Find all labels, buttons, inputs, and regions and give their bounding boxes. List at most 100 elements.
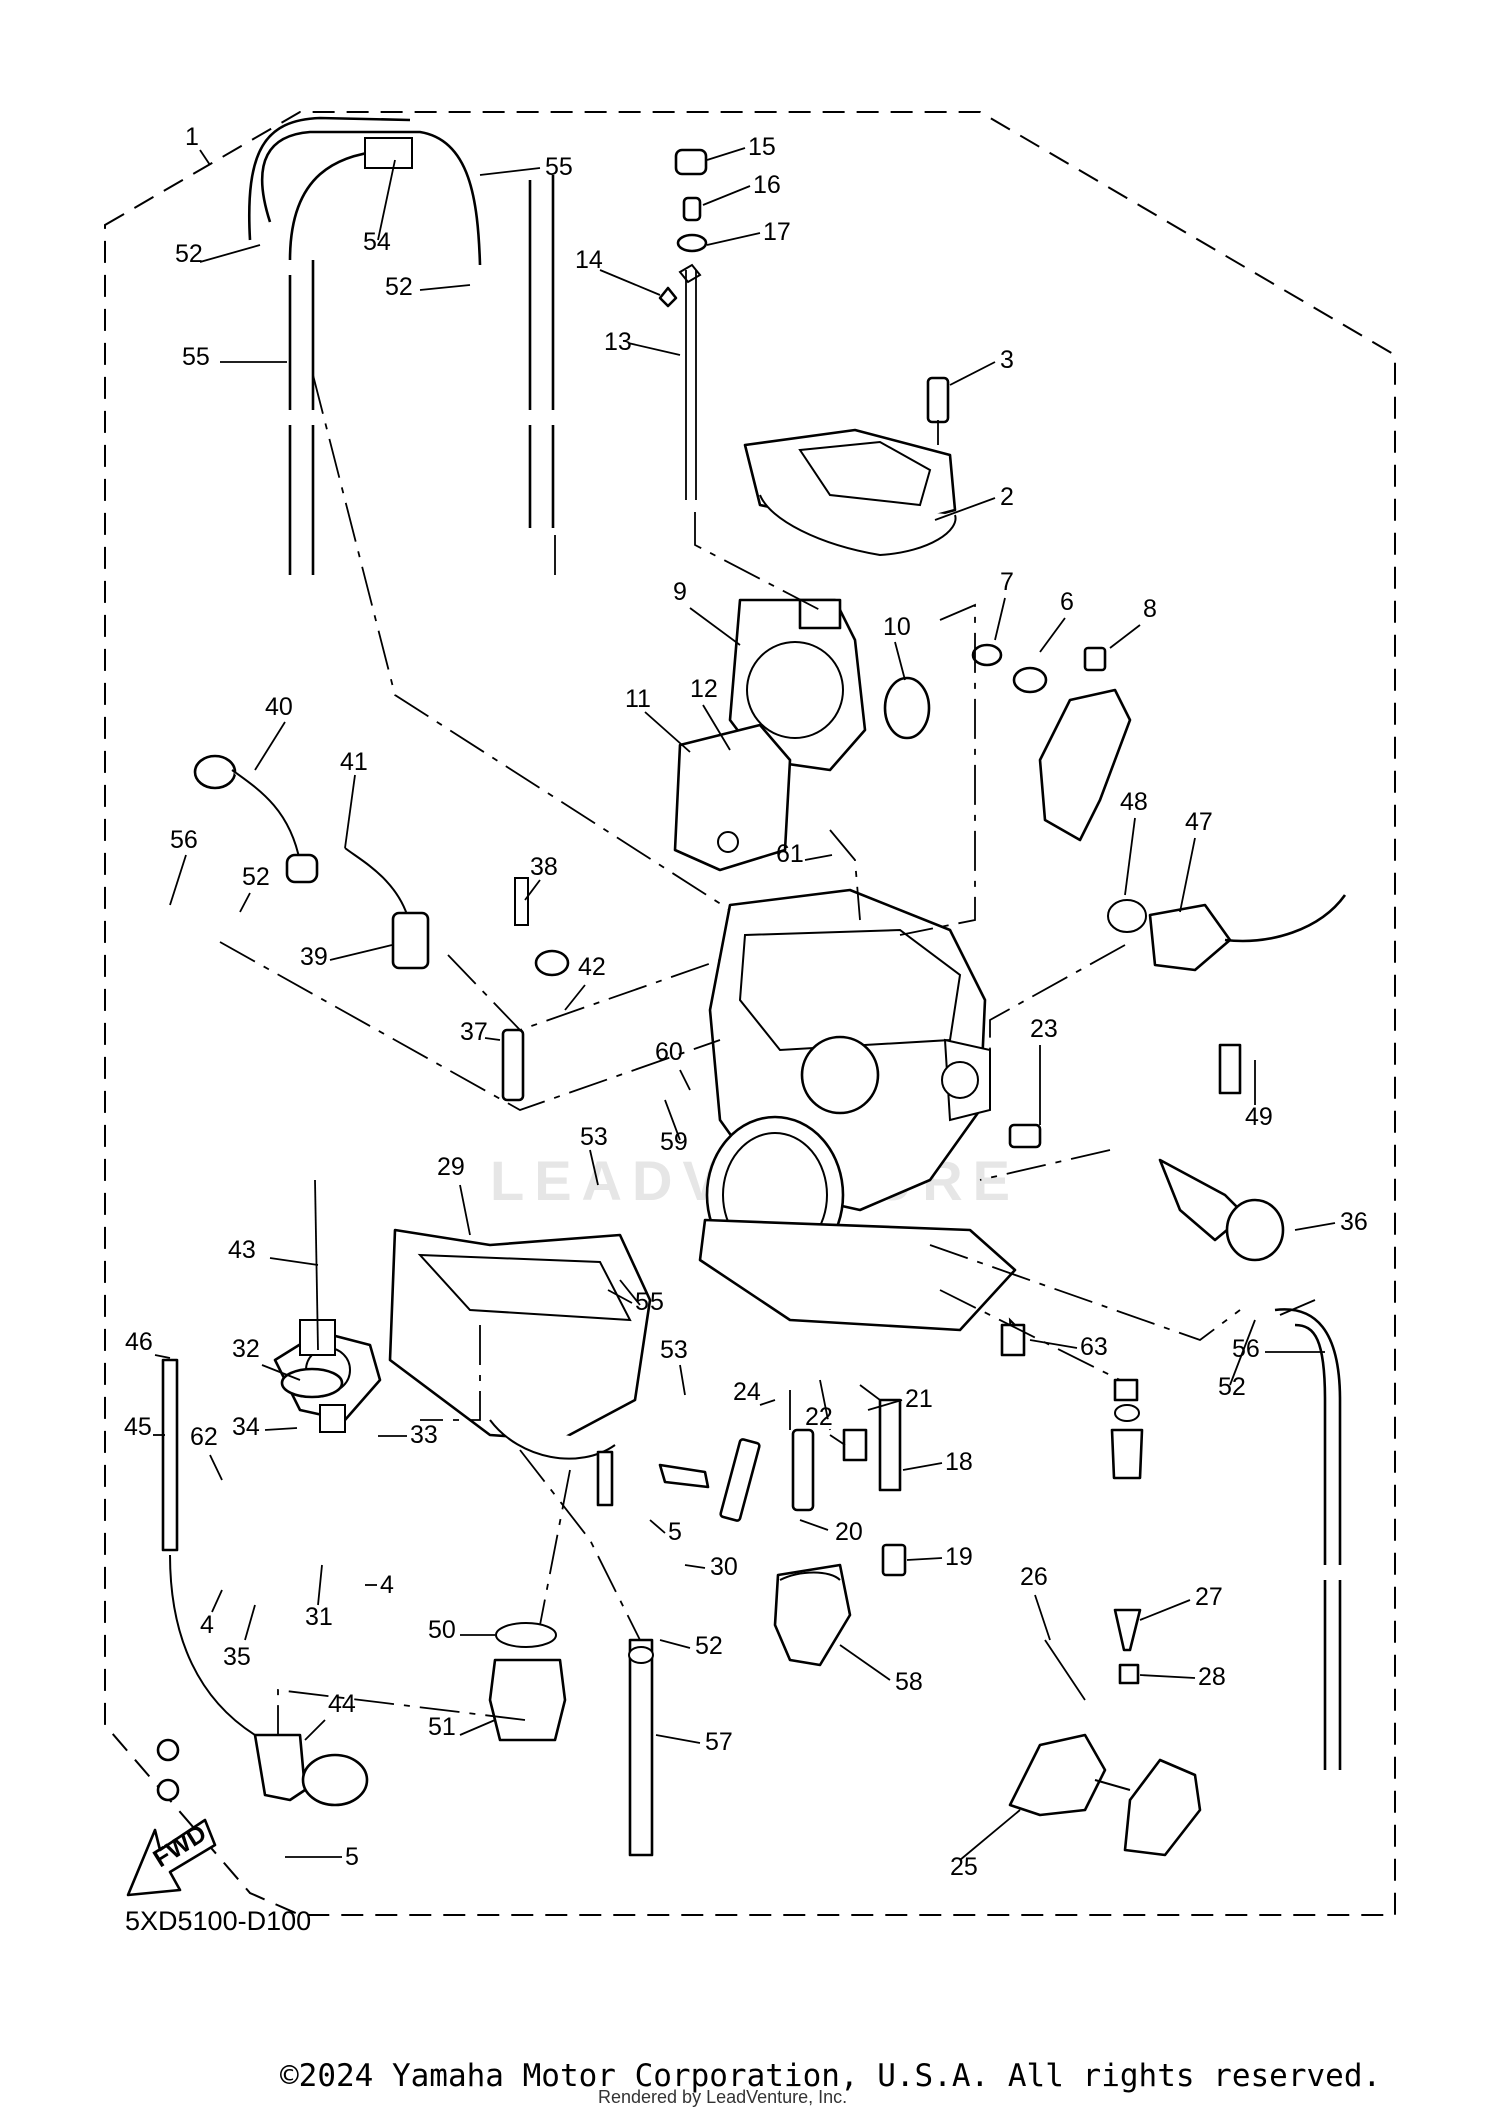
callout-33: 33 — [410, 1421, 438, 1449]
callout-leader-42 — [564, 984, 586, 1011]
callout-leader-52 — [659, 1639, 691, 1649]
callout-57: 57 — [705, 1728, 733, 1756]
callout-leader-38 — [524, 879, 541, 901]
callout-leader-54 — [377, 159, 396, 241]
callout-leader-10 — [894, 641, 906, 681]
callout-32: 32 — [232, 1335, 260, 1363]
callout-62: 62 — [190, 1423, 218, 1451]
callout-leader-27 — [1139, 1599, 1191, 1621]
callout-5: 5 — [635, 1288, 649, 1316]
right-side-parts — [1000, 894, 1347, 1770]
callout-56: 56 — [170, 826, 198, 854]
callout-leader-19 — [906, 1557, 943, 1561]
callout-45: 45 — [124, 1413, 152, 1441]
callout-3: 3 — [1000, 346, 1014, 374]
callout-leader-41 — [344, 774, 356, 849]
callout-52: 52 — [695, 1632, 723, 1660]
callout-42: 42 — [578, 953, 606, 981]
callout-17: 17 — [763, 218, 791, 246]
callout-leader-28 — [1139, 1674, 1196, 1679]
callout-55: 55 — [182, 343, 210, 371]
callout-leader-57 — [655, 1734, 701, 1744]
callout-leader-13 — [627, 342, 681, 356]
callout-52: 52 — [242, 863, 270, 891]
callout-leader-4 — [211, 1589, 223, 1613]
callout-36: 36 — [1340, 1208, 1368, 1236]
throttle-lever — [971, 643, 1132, 842]
callout-53: 53 — [580, 1123, 608, 1151]
callout-50: 50 — [428, 1616, 456, 1644]
callout-7: 7 — [1000, 568, 1014, 596]
callout-54: 54 — [363, 228, 391, 256]
callout-leader-24 — [759, 1399, 776, 1406]
callout-leader-30 — [684, 1564, 706, 1569]
callout-10: 10 — [883, 613, 911, 641]
fwd-arrow: FWD — [126, 1818, 217, 1897]
callout-49: 49 — [1245, 1103, 1273, 1131]
callout-leader-35 — [244, 1604, 256, 1641]
float-chamber — [388, 1228, 652, 1507]
callout-14: 14 — [575, 246, 603, 274]
callout-leader-56 — [169, 854, 187, 906]
diagram-code: 5XD5100-D100 — [125, 1906, 311, 1936]
callout-leader-60 — [679, 1069, 691, 1091]
callout-47: 47 — [1185, 808, 1213, 836]
callout-leader-34 — [264, 1427, 298, 1431]
jets-and-screws — [658, 1378, 1144, 1701]
callout-leader-63 — [1029, 1339, 1078, 1349]
callout-61: 61 — [776, 840, 804, 868]
callout-leader-25 — [959, 1809, 1021, 1861]
callout-40: 40 — [265, 693, 293, 721]
callout-34: 34 — [232, 1413, 260, 1441]
callout-leader-47 — [1179, 837, 1196, 913]
callout-4: 4 — [380, 1571, 394, 1599]
callout-27: 27 — [1195, 1583, 1223, 1611]
callout-39: 39 — [300, 943, 328, 971]
callout-44: 44 — [328, 1690, 356, 1718]
callout-38: 38 — [530, 853, 558, 881]
callout-15: 15 — [748, 133, 776, 161]
callout-leader-53 — [589, 1149, 599, 1186]
callout-leader-26 — [1034, 1594, 1051, 1641]
callout-leader-5 — [619, 1279, 641, 1306]
carburetor-body — [698, 888, 1017, 1332]
callout-51: 51 — [428, 1713, 456, 1741]
assembly-boundary — [104, 111, 1396, 1916]
callout-leader-37 — [484, 1037, 501, 1041]
callout-leader-62 — [209, 1454, 223, 1481]
callout-56: 56 — [1232, 1335, 1260, 1363]
idle-adjust-cable — [156, 1358, 369, 1807]
callout-24: 24 — [733, 1378, 761, 1406]
callout-52: 52 — [1218, 1373, 1246, 1401]
lower-parts — [488, 1563, 1202, 1857]
callout-52: 52 — [385, 273, 413, 301]
callout-55: 55 — [545, 153, 573, 181]
callout-leader-14 — [599, 269, 661, 296]
callout-leader-3 — [949, 361, 996, 386]
callout-leader-18 — [902, 1462, 943, 1471]
callout-20: 20 — [835, 1518, 863, 1546]
callout-leader-31 — [317, 1564, 323, 1606]
callout-leader-11 — [644, 711, 691, 753]
callout-12: 12 — [690, 675, 718, 703]
callout-63: 63 — [1080, 1333, 1108, 1361]
callout-41: 41 — [340, 748, 368, 776]
callout-19: 19 — [945, 1543, 973, 1571]
callout-leader-1 — [199, 149, 211, 166]
callout-leader-5 — [607, 1289, 633, 1304]
callout-43: 43 — [228, 1236, 256, 1264]
callout-leader-21 — [867, 1399, 903, 1411]
copyright-notice: ©2024 Yamaha Motor Corporation, U.S.A. A… — [280, 2058, 1382, 2094]
callout-leader-39 — [329, 944, 393, 961]
callout-18: 18 — [945, 1448, 973, 1476]
callout-31: 31 — [305, 1603, 333, 1631]
callout-16: 16 — [753, 171, 781, 199]
callout-leader-52 — [419, 284, 471, 291]
callout-leader-22 — [829, 1434, 846, 1446]
callout-leader-7 — [994, 597, 1006, 641]
callout-leader-29 — [459, 1184, 471, 1236]
callout-leader-17 — [706, 232, 761, 246]
callout-leader-52 — [199, 244, 261, 263]
callout-leader-51 — [459, 1719, 496, 1736]
